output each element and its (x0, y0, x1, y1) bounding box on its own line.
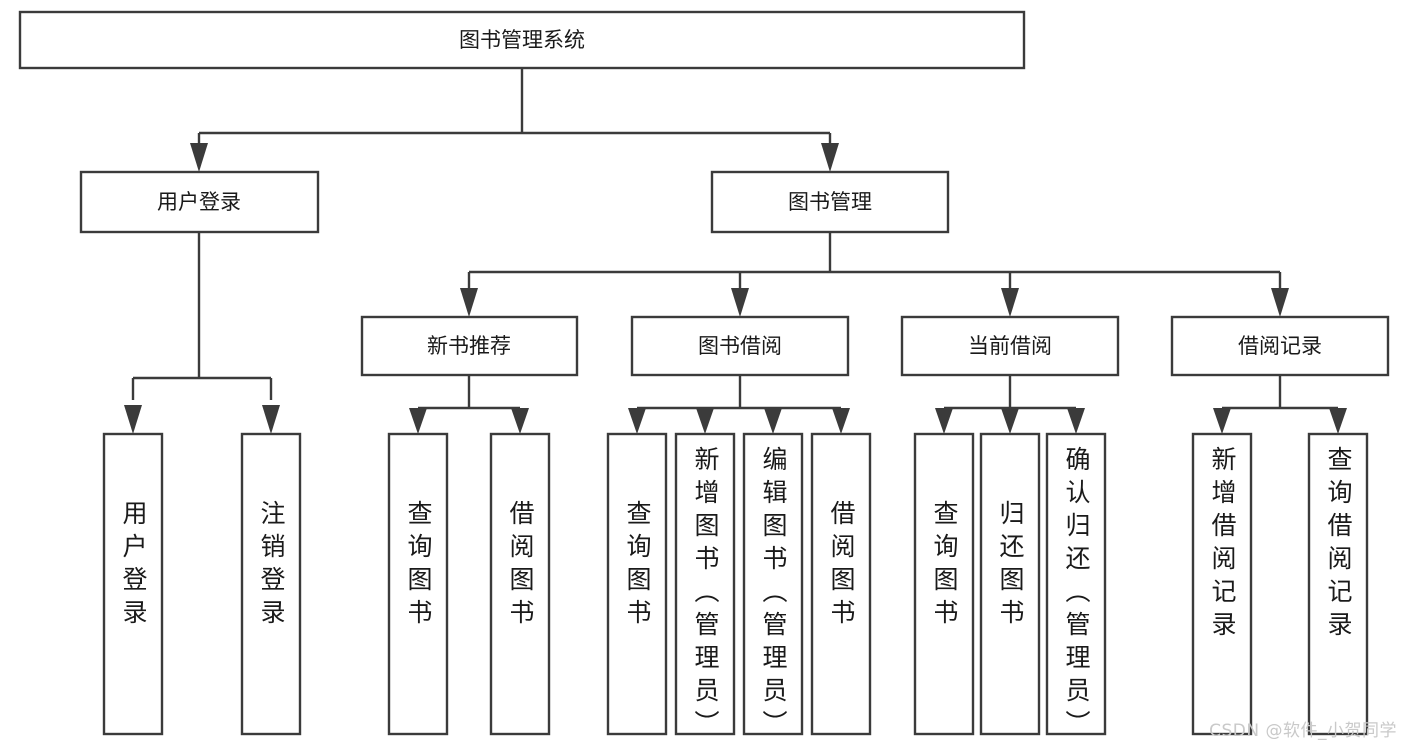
arrowhead-book-manage (821, 143, 839, 172)
leaf-user-login-label: 用户登录 (119, 500, 148, 632)
leaf-edit-book-label: 编辑图书（管理员） (759, 446, 788, 743)
leaf-return-book[interactable] (979, 432, 1041, 736)
node-user-login-box[interactable] (79, 170, 320, 234)
leaf-user-logout-label: 注销登录 (257, 500, 286, 632)
node-borrow-record-box[interactable] (1170, 315, 1390, 377)
leaf-confirm-return-box[interactable] (1045, 432, 1107, 736)
leaf-query-book-3[interactable] (913, 432, 975, 736)
node-book-borrow[interactable]: 图书借阅 (630, 315, 850, 377)
node-current-borrow-label: 当前借阅 (968, 334, 1052, 358)
leaf-borrow-book-1-label: 借阅图书 (506, 500, 535, 632)
node-book-borrow-label: 图书借阅 (698, 334, 782, 358)
leaf-borrow-book-2[interactable] (810, 432, 872, 736)
leaf-add-book[interactable] (674, 432, 736, 736)
arrowhead-user-login (190, 143, 208, 172)
leaf-edit-book-box[interactable] (742, 432, 804, 736)
leaf-query-book-2-label: 查询图书 (623, 500, 652, 632)
arrowhead-edit-book (764, 408, 782, 434)
leaf-borrow-book-2-box[interactable] (810, 432, 872, 736)
leaf-query-book-2[interactable] (606, 432, 668, 736)
arrowhead-leaf-user-login (124, 405, 142, 434)
node-book-manage[interactable]: 图书管理 (710, 170, 950, 234)
node-borrow-record-label: 借阅记录 (1238, 334, 1322, 358)
leaf-add-record-box[interactable] (1191, 432, 1253, 736)
arrowhead-new-book-recommend (460, 288, 478, 317)
leaf-add-book-box[interactable] (674, 432, 736, 736)
leaf-borrow-book-2-label: 借阅图书 (827, 500, 856, 632)
node-book-manage-label: 图书管理 (788, 190, 872, 214)
arrowhead-book-borrow (731, 288, 749, 317)
arrowhead-add-record (1213, 408, 1231, 434)
leaf-user-logout-box[interactable] (240, 432, 302, 736)
leaf-query-record[interactable] (1307, 432, 1369, 736)
node-current-borrow-box[interactable] (900, 315, 1120, 377)
leaf-user-logout[interactable] (240, 432, 302, 736)
leaf-confirm-return-label: 确认归还（管理员） (1062, 446, 1091, 743)
leaf-add-record[interactable] (1191, 432, 1253, 736)
connector-layer (124, 68, 1347, 434)
leaf-return-book-box[interactable] (979, 432, 1041, 736)
leaf-query-book-3-box[interactable] (913, 432, 975, 736)
arrowhead-confirm-return (1067, 408, 1085, 434)
node-current-borrow[interactable]: 当前借阅 (900, 315, 1120, 377)
leaf-query-record-box[interactable] (1307, 432, 1369, 736)
arrowhead-query-book-2 (628, 408, 646, 434)
leaf-query-book-1[interactable] (387, 432, 449, 736)
arrowhead-borrow-record (1271, 288, 1289, 317)
node-user-login-label: 用户登录 (157, 190, 241, 214)
node-book-manage-box[interactable] (710, 170, 950, 234)
arrowhead-add-book (696, 408, 714, 434)
leaf-query-book-1-box[interactable] (387, 432, 449, 736)
node-root-box[interactable] (18, 10, 1026, 70)
leaf-query-book-3-label: 查询图书 (930, 500, 959, 632)
arrowhead-return-book (1001, 408, 1019, 434)
node-new-book-recommend-label: 新书推荐 (427, 334, 511, 358)
arrowhead-query-book-1 (409, 408, 427, 434)
arrowhead-query-book-3 (935, 408, 953, 434)
leaf-return-book-label: 归还图书 (996, 500, 1025, 632)
node-root[interactable]: 图书管理系统 (18, 10, 1026, 70)
node-root-label: 图书管理系统 (459, 28, 585, 52)
arrowhead-leaf-user-logout (262, 405, 280, 434)
arrowhead-query-record (1329, 408, 1347, 434)
arrowhead-borrow-book-2 (832, 408, 850, 434)
leaf-edit-book[interactable] (742, 432, 804, 736)
leaf-query-record-label: 查询借阅记录 (1324, 446, 1353, 644)
node-book-borrow-box[interactable] (630, 315, 850, 377)
node-layer: 图书管理系统 用户登录 图书管理 新书推荐 图书借阅 当前 (18, 10, 1390, 736)
node-user-login[interactable]: 用户登录 (79, 170, 320, 234)
node-borrow-record[interactable]: 借阅记录 (1170, 315, 1390, 377)
leaf-user-login[interactable] (102, 432, 164, 736)
leaf-user-login-box[interactable] (102, 432, 164, 736)
node-new-book-recommend-box[interactable] (360, 315, 579, 377)
leaf-add-record-label: 新增借阅记录 (1208, 446, 1237, 644)
arrowhead-borrow-book-1 (511, 408, 529, 434)
leaf-query-book-1-label: 查询图书 (404, 500, 433, 632)
leaf-borrow-book-1[interactable] (489, 432, 551, 736)
leaf-add-book-label: 新增图书（管理员） (691, 446, 720, 743)
leaf-confirm-return[interactable] (1045, 432, 1107, 736)
leaf-query-book-2-box[interactable] (606, 432, 668, 736)
leaf-borrow-book-1-box[interactable] (489, 432, 551, 736)
node-new-book-recommend[interactable]: 新书推荐 (360, 315, 579, 377)
arrowhead-current-borrow (1001, 288, 1019, 317)
